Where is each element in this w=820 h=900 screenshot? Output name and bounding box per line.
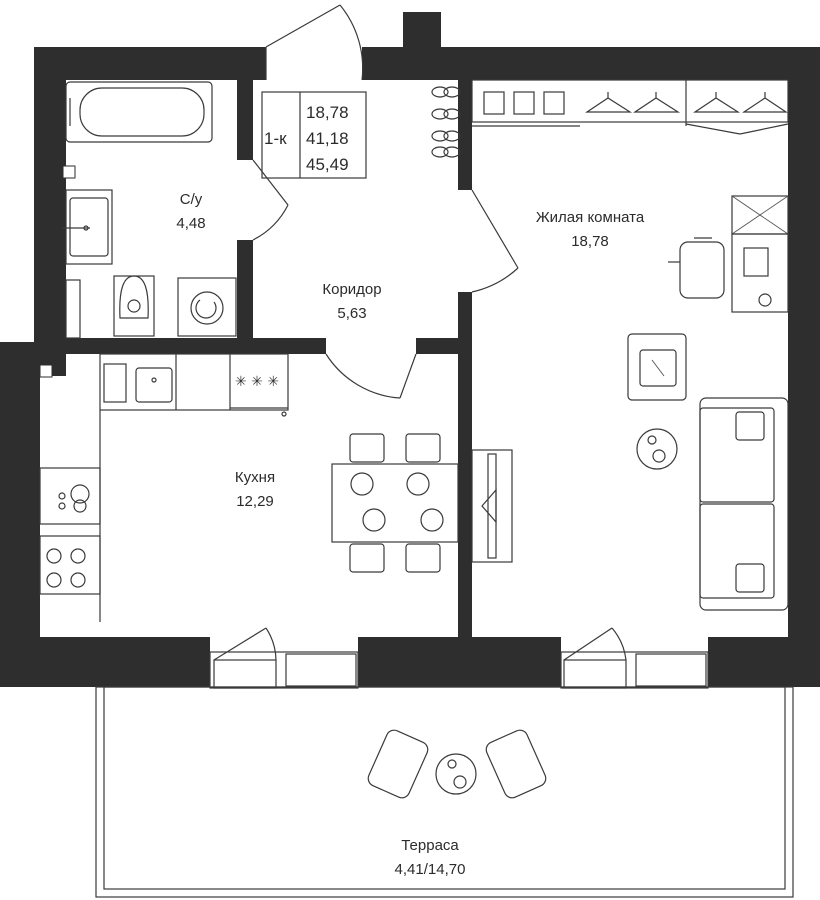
- corridor-area: 5,63: [337, 305, 366, 322]
- dining-table: [331, 433, 459, 573]
- bathroom-door[interactable]: [252, 159, 289, 241]
- kitchen-name: Кухня: [235, 469, 275, 486]
- washing-machine: [177, 277, 237, 337]
- bathroom-area: 4,48: [176, 215, 205, 232]
- terrace-door-left[interactable]: [209, 627, 359, 689]
- kitchen-door[interactable]: [325, 353, 417, 399]
- toilet: [113, 275, 155, 337]
- terrace: [95, 686, 794, 898]
- bathroom-name: С/у: [180, 191, 203, 208]
- bathtub: [65, 81, 213, 143]
- terrace-area: 4,41/14,70: [395, 861, 466, 878]
- wardrobe: [471, 79, 789, 135]
- area-total-with-terrace: 45,49: [306, 155, 349, 174]
- kitchen-area: 12,29: [236, 493, 274, 510]
- area-total: 41,18: [306, 129, 349, 148]
- shaft: [65, 279, 81, 339]
- vent-square: [62, 165, 76, 179]
- walls: [0, 12, 820, 687]
- living-room-name: Жилая комната: [536, 209, 645, 226]
- terrace-name: Терраса: [401, 837, 459, 854]
- desk: [731, 195, 789, 313]
- living-room-area: 18,78: [571, 233, 609, 250]
- svg-text:✳ ✳ ✳: ✳ ✳ ✳: [235, 374, 279, 390]
- kitchen-stove: [39, 467, 101, 595]
- kitchen-counter: ✳ ✳ ✳: [99, 353, 289, 622]
- sofa: [699, 397, 789, 611]
- area-living: 18,78: [306, 103, 349, 122]
- tv-unit: [471, 449, 513, 563]
- sink: [62, 189, 113, 265]
- living-door[interactable]: [471, 189, 519, 293]
- office-chair: [668, 237, 725, 299]
- coffee-table: [636, 428, 678, 470]
- corridor-name: Коридор: [322, 281, 381, 298]
- entrance-door[interactable]: [265, 4, 364, 81]
- armchair: [627, 333, 687, 401]
- apartment-type: 1-к: [264, 129, 287, 148]
- shoe-rack: [431, 86, 461, 158]
- vent-square: [39, 364, 53, 378]
- area-legend: 1-к 18,78 41,18 45,49: [261, 91, 367, 179]
- terrace-door-right[interactable]: [560, 627, 709, 689]
